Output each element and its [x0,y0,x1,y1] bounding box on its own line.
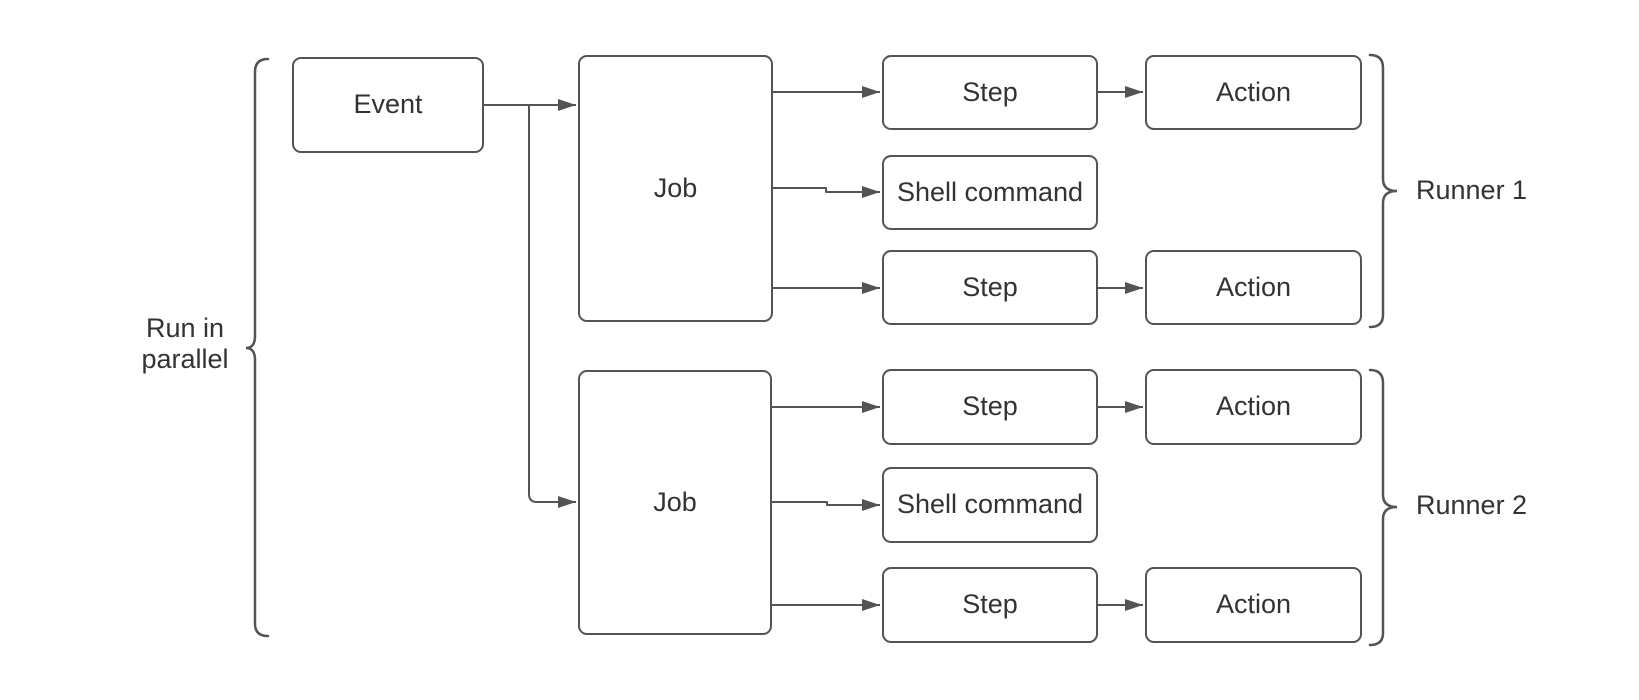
node-job-1: Job [578,55,773,322]
run-in-parallel-label: Run in parallel [141,313,229,374]
node-job2-action-1: Action [1145,369,1362,445]
brace-runner-2 [1368,368,1398,647]
node-job1-action-2: Action [1145,250,1362,325]
node-job2-action-2: Action [1145,567,1362,643]
node-job2-shell-command: Shell command [882,467,1098,543]
node-job2-step-2: Step [882,567,1098,643]
node-event: Event [292,57,484,153]
node-job1-step-2: Step [882,250,1098,325]
runner-1-label: Runner 1 [1416,174,1528,205]
node-job1-shell-command: Shell command [882,155,1098,230]
node-job2-step-1: Step [882,369,1098,445]
edge-event-to-job2 [528,105,576,508]
brace-run-in-parallel [245,57,270,638]
brace-runner-1 [1368,53,1398,329]
node-job1-step-1: Step [882,55,1098,130]
edge-job2-to-shell [772,499,880,511]
runner-2-label: Runner 2 [1416,489,1528,520]
node-job-2: Job [578,370,772,635]
node-job1-action-1: Action [1145,55,1362,130]
edge-job1-to-shell [773,186,880,198]
